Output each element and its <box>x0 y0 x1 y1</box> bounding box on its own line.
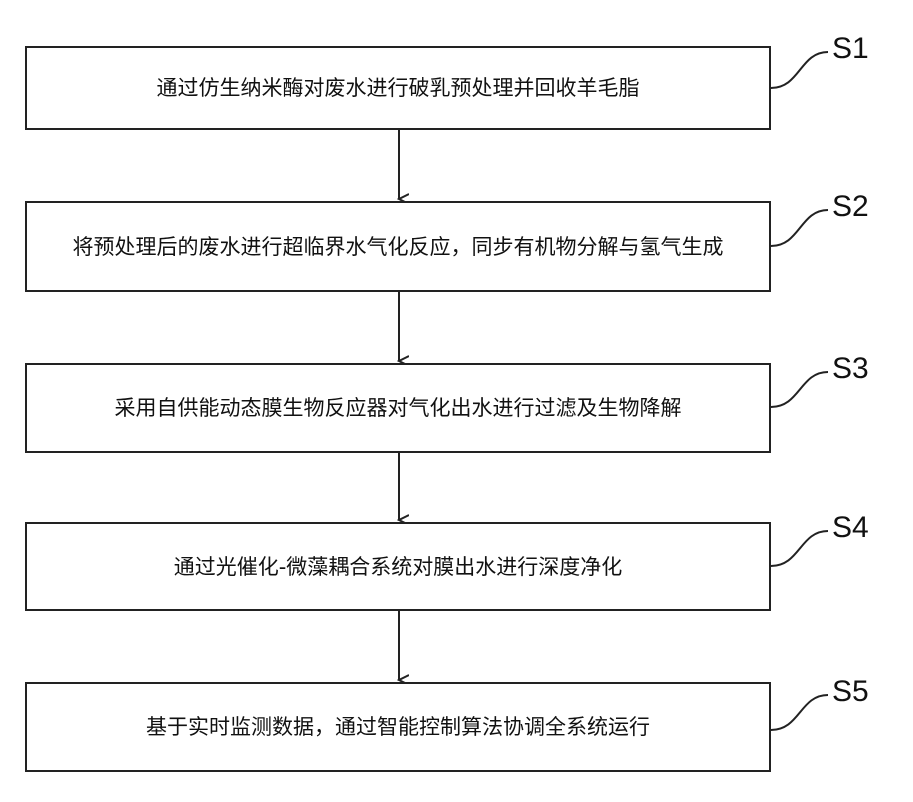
step-text-s5: 基于实时监测数据，通过智能控制算法协调全系统运行 <box>47 711 749 743</box>
step-box-s4: 通过光催化-微藻耦合系统对膜出水进行深度净化 <box>25 522 771 611</box>
step-box-s1: 通过仿生纳米酶对废水进行破乳预处理并回收羊毛脂 <box>25 46 771 130</box>
leader-s2 <box>771 210 828 246</box>
step-box-s2: 将预处理后的废水进行超临界水气化反应，同步有机物分解与氢气生成 <box>25 201 771 292</box>
leader-s3 <box>771 372 828 407</box>
step-label-s3: S3 <box>832 354 869 384</box>
step-text-s4: 通过光催化-微藻耦合系统对膜出水进行深度净化 <box>47 551 749 583</box>
step-label-s1: S1 <box>832 34 869 64</box>
step-label-s4: S4 <box>832 513 869 543</box>
leader-s4 <box>771 531 828 566</box>
leader-s5 <box>771 695 828 730</box>
leader-s1 <box>771 52 828 88</box>
step-box-s3: 采用自供能动态膜生物反应器对气化出水进行过滤及生物降解 <box>25 363 771 453</box>
step-text-s2: 将预处理后的废水进行超临界水气化反应，同步有机物分解与氢气生成 <box>47 231 749 263</box>
step-label-s2: S2 <box>832 192 869 222</box>
step-text-s1: 通过仿生纳米酶对废水进行破乳预处理并回收羊毛脂 <box>47 72 749 104</box>
step-box-s5: 基于实时监测数据，通过智能控制算法协调全系统运行 <box>25 682 771 772</box>
step-label-s5: S5 <box>832 677 869 707</box>
step-text-s3: 采用自供能动态膜生物反应器对气化出水进行过滤及生物降解 <box>47 392 749 424</box>
